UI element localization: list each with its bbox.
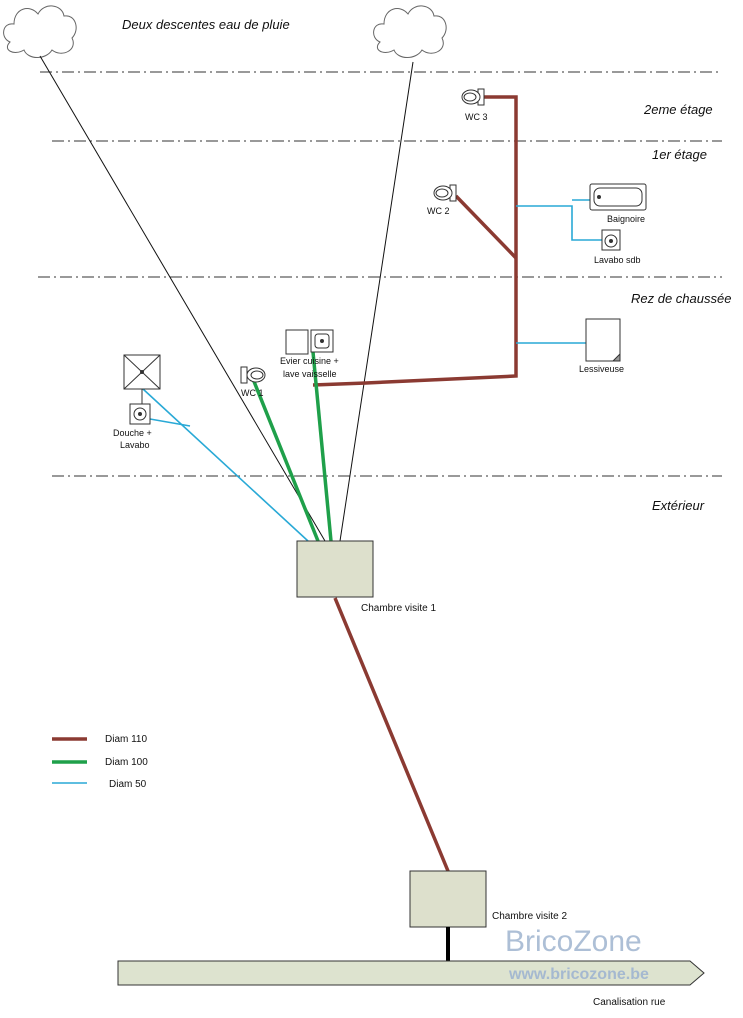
basin-icon: [601, 229, 621, 251]
floor-label-second: 2eme étage: [643, 102, 713, 117]
label-wc3: WC 3: [465, 112, 488, 122]
label-shower-2: Lavabo: [120, 440, 150, 450]
cloud-icon: [3, 5, 77, 58]
bathtub-icon: [589, 183, 647, 211]
label-street-pipe: Canalisation rue: [593, 997, 666, 1008]
rain-downpipe-2: [339, 61, 414, 542]
sink-icon: [285, 329, 334, 355]
title: Deux descentes eau de pluie: [122, 17, 290, 32]
pipe-main-110: [312, 95, 518, 387]
label-sink-2: lave vaisselle: [283, 369, 337, 379]
cloud-icon: [373, 5, 447, 58]
watermark-brand: BricoZone: [505, 925, 642, 958]
street-pipe-arrow: [117, 960, 705, 986]
label-washer: Lessiveuse: [579, 364, 624, 374]
wc-icon: [433, 184, 457, 202]
chamber-1: [296, 540, 374, 598]
pipe-chamber-link: [333, 597, 450, 872]
floor-label-outside: Extérieur: [652, 498, 705, 513]
wc-icon: [461, 88, 485, 106]
pipe-wc1: [251, 378, 320, 542]
label-wc1: WC 1: [241, 388, 264, 398]
rain-downpipe-1: [39, 55, 326, 542]
legend-label-50: Diam 50: [109, 779, 147, 790]
legend: Diam 110 Diam 100 Diam 50: [52, 734, 148, 790]
label-chamber-2: Chambre visite 2: [492, 911, 567, 922]
pipes-diam-100: [251, 351, 333, 542]
washing-machine-icon: [585, 318, 621, 362]
legend-label-100: Diam 100: [105, 757, 148, 768]
floor-label-first: 1er étage: [652, 147, 707, 162]
basin-icon: [129, 403, 151, 425]
wc-icon: [240, 366, 266, 384]
pipe-wc2: [454, 194, 518, 260]
pipe-shower: [142, 388, 309, 542]
label-wc2: WC 2: [427, 206, 450, 216]
label-bath: Baignoire: [607, 214, 645, 224]
legend-label-110: Diam 110: [105, 734, 147, 745]
pipe-basin-shower: [149, 418, 191, 427]
pipes-diam-50: [142, 199, 603, 542]
pipe-sink: [311, 351, 333, 542]
floor-label-ground: Rez de chaussée: [631, 291, 731, 306]
pipes-diam-110: [312, 95, 518, 872]
shower-icon: [123, 354, 161, 404]
label-chamber-1: Chambre visite 1: [361, 603, 436, 614]
chamber-2: [409, 870, 487, 928]
pipe-bath-basin: [516, 205, 603, 241]
label-shower-1: Douche +: [113, 428, 152, 438]
label-sink-1: Evier cuisine +: [280, 356, 339, 366]
label-basin-sdb: Lavabo sdb: [594, 255, 641, 265]
watermark-url: www.bricozone.be: [508, 966, 649, 983]
